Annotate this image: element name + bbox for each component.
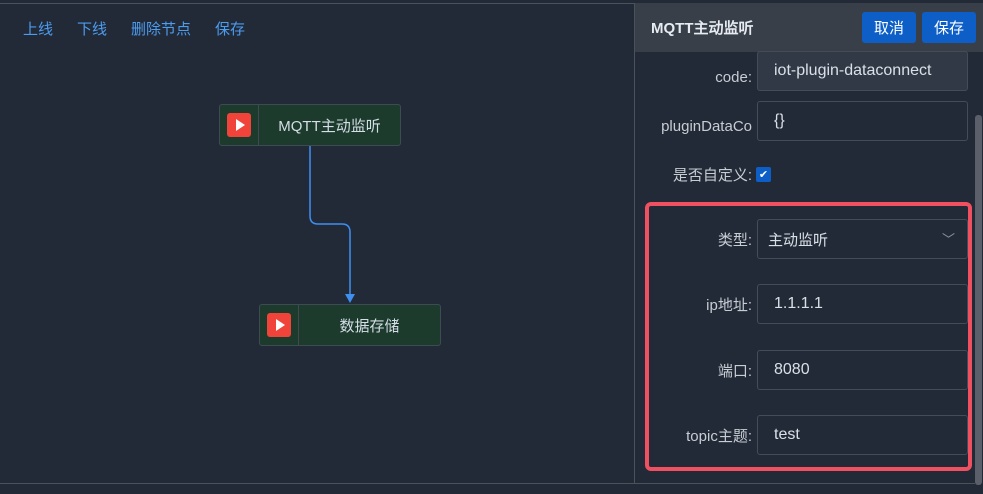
panel-scrollbar[interactable] <box>975 115 982 485</box>
flow-node-storage[interactable]: 数据存储 <box>259 304 441 346</box>
chevron-down-icon: ﹀ <box>941 232 955 247</box>
field-label: code: <box>715 68 752 86</box>
plugin-data-config-input[interactable]: {} <box>757 101 968 141</box>
save-button[interactable]: 保存 <box>922 12 976 43</box>
flow-node-mqtt[interactable]: MQTT主动监听 <box>219 104 401 146</box>
ip-input[interactable]: 1.1.1.1 <box>757 284 968 324</box>
port-input[interactable]: 8080 <box>757 350 968 390</box>
edge-connector <box>309 146 355 303</box>
highlight-box <box>645 202 972 471</box>
save-flow-button[interactable]: 保存 <box>215 21 246 38</box>
field-label: pluginDataCo <box>661 117 752 135</box>
field-label: 类型: <box>717 231 752 249</box>
custom-checkbox[interactable]: ✔ <box>756 166 771 182</box>
offline-button[interactable]: 下线 <box>77 21 108 38</box>
node-config-panel: MQTT主动监听 取消 保存 code: iot-plugin-dataconn… <box>634 3 983 484</box>
play-icon <box>260 305 299 345</box>
node-label: MQTT主动监听 <box>278 117 381 135</box>
code-input[interactable]: iot-plugin-dataconnect <box>757 51 968 91</box>
node-label: 数据存储 <box>339 317 400 335</box>
type-select[interactable]: 主动监听 ﹀ <box>757 219 968 259</box>
field-label: 端口: <box>717 362 752 380</box>
panel-header: MQTT主动监听 取消 保存 <box>635 3 983 52</box>
top-divider <box>0 3 983 4</box>
field-label: topic主题: <box>686 427 752 445</box>
delete-node-button[interactable]: 删除节点 <box>131 21 192 38</box>
cancel-button[interactable]: 取消 <box>862 12 916 43</box>
play-icon <box>220 105 259 145</box>
panel-title: MQTT主动监听 <box>651 20 754 37</box>
toolbar: 上线 下线 删除节点 保存 <box>23 18 269 39</box>
type-select-value: 主动监听 <box>768 231 829 249</box>
online-button[interactable]: 上线 <box>23 21 54 38</box>
field-label: 是否自定义: <box>672 166 752 184</box>
topic-input[interactable]: test <box>757 415 968 455</box>
bottom-divider <box>0 483 975 484</box>
field-label: ip地址: <box>706 296 752 314</box>
